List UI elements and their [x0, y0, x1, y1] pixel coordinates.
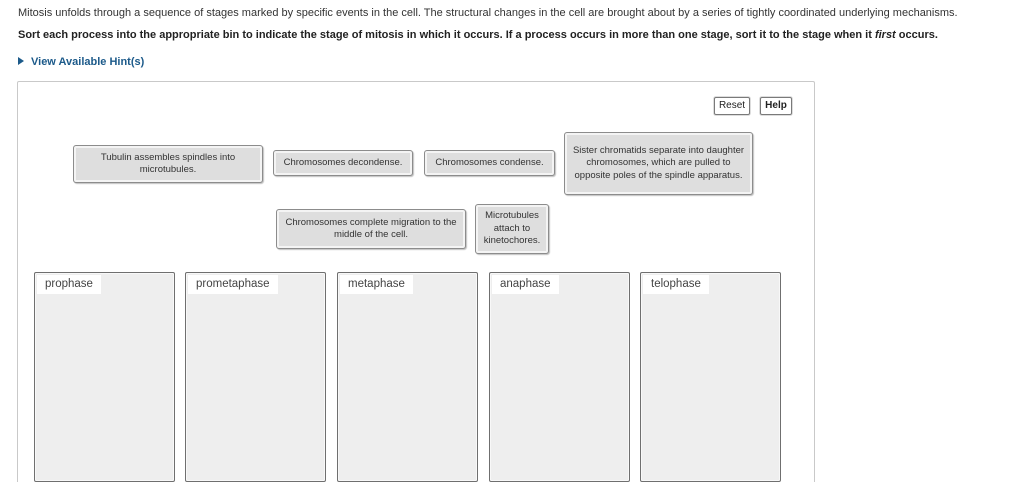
help-button[interactable]: Help	[760, 97, 792, 115]
card-text: Chromosomes complete migration to the mi…	[285, 216, 457, 241]
bin-label: telophase	[643, 275, 709, 294]
triangle-right-icon	[18, 57, 24, 65]
bin-prometaphase[interactable]: prometaphase	[185, 272, 326, 482]
bin-telophase[interactable]: telophase	[640, 272, 781, 482]
card-sister-chromatids-separate[interactable]: Sister chromatids separate into daughter…	[564, 132, 753, 195]
view-hints-label: View Available Hint(s)	[31, 56, 145, 68]
bin-label: prophase	[37, 275, 101, 294]
card-chromosomes-decondense[interactable]: Chromosomes decondense.	[273, 150, 413, 176]
instruction-emphasis: first	[874, 29, 896, 41]
bin-anaphase[interactable]: anaphase	[489, 272, 630, 482]
card-text: Chromosomes decondense.	[283, 156, 403, 168]
bin-label: anaphase	[492, 275, 559, 294]
instruction-part1: Sort each process into the appropriate b…	[18, 29, 875, 41]
card-chromosomes-complete-migration[interactable]: Chromosomes complete migration to the mi…	[276, 209, 466, 249]
card-chromosomes-condense[interactable]: Chromosomes condense.	[424, 150, 555, 176]
instruction-part2: occurs.	[895, 29, 938, 41]
bin-label: prometaphase	[188, 275, 278, 294]
card-text: Sister chromatids separate into daughter…	[572, 144, 745, 181]
reset-button[interactable]: Reset	[714, 97, 750, 115]
card-text: Chromosomes condense.	[435, 156, 544, 168]
intro-text: Mitosis unfolds through a sequence of st…	[18, 7, 958, 19]
instruction-text: Sort each process into the appropriate b…	[18, 28, 938, 42]
card-text: Microtubules attach to kinetochores.	[483, 210, 541, 247]
card-microtubules-attach-kinetochores[interactable]: Microtubules attach to kinetochores.	[475, 204, 549, 254]
bin-metaphase[interactable]: metaphase	[337, 272, 478, 482]
card-tubulin-assembles-spindles[interactable]: Tubulin assembles spindles into microtub…	[73, 145, 263, 183]
view-hints-link[interactable]: View Available Hint(s)	[18, 55, 144, 69]
card-text: Tubulin assembles spindles into microtub…	[100, 151, 236, 176]
bin-label: metaphase	[340, 275, 413, 294]
bin-prophase[interactable]: prophase	[34, 272, 175, 482]
